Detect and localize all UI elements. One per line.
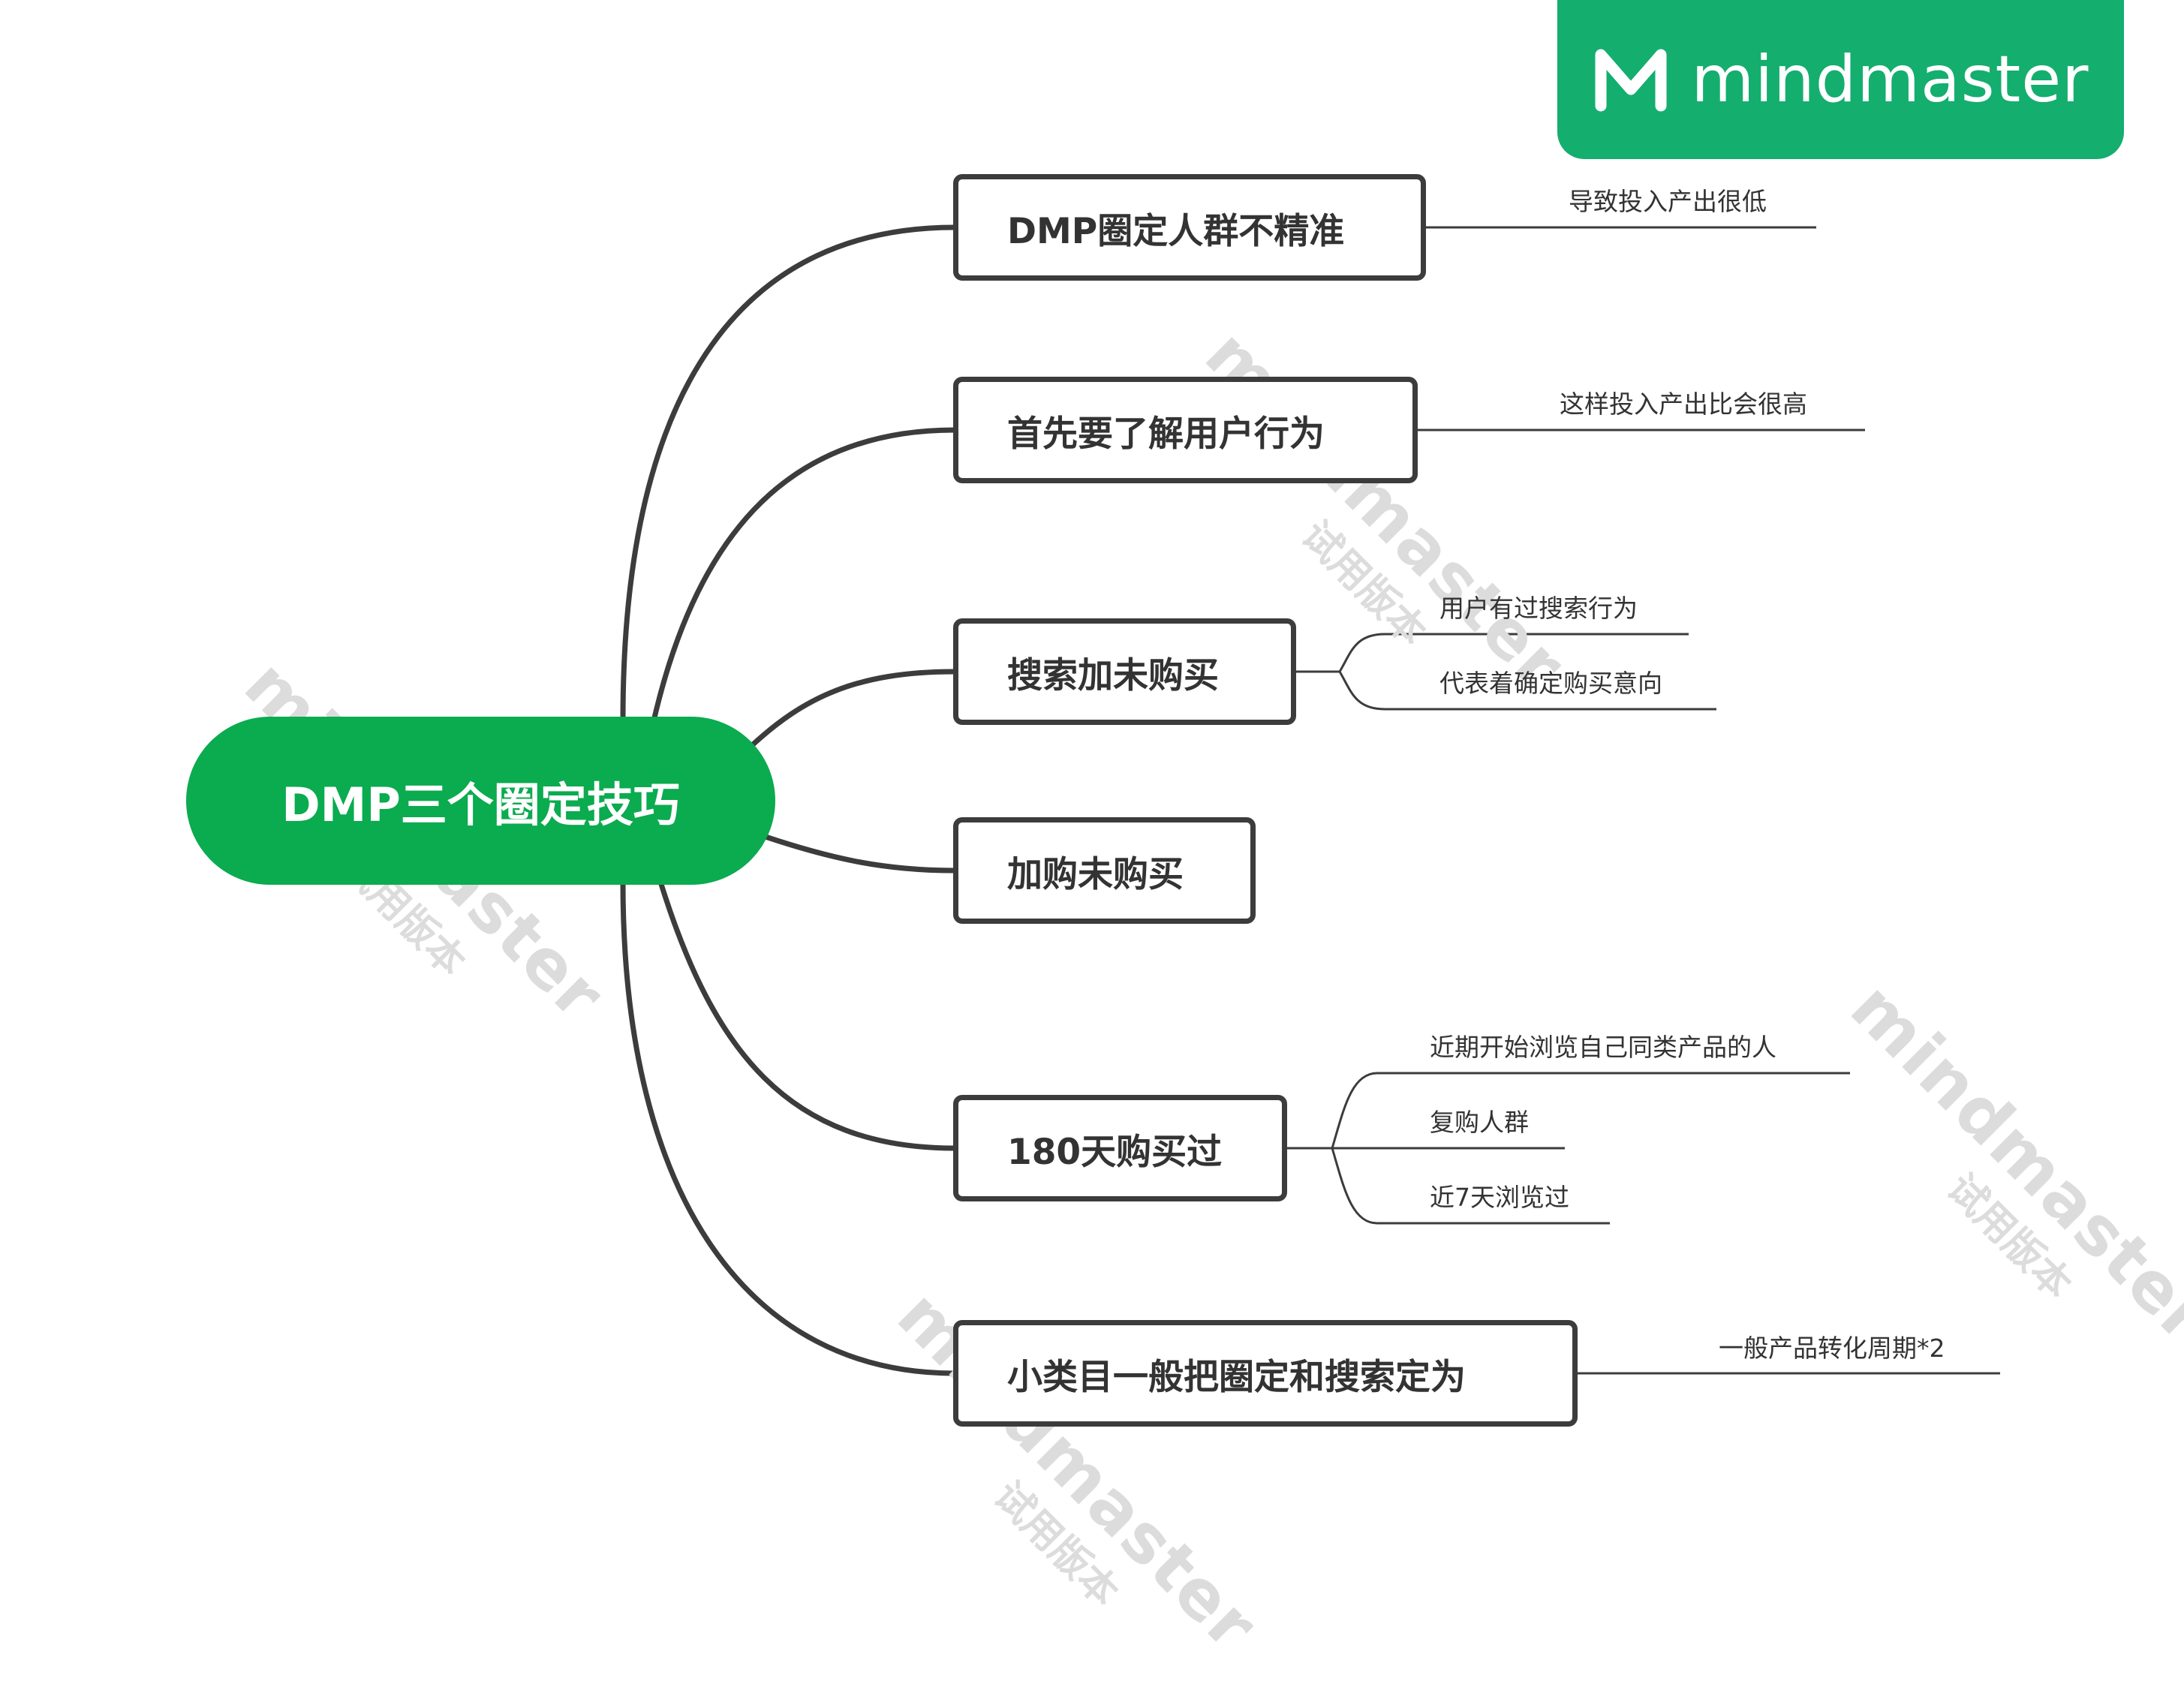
branch-topic-3[interactable]: 搜索加未购买 <box>953 618 1296 725</box>
branch-topic-5[interactable]: 180天购买过 <box>953 1095 1287 1201</box>
leaf-topic[interactable]: 一般产品转化周期*2 <box>1719 1334 1945 1363</box>
connector-branch-2 <box>650 427 958 727</box>
branch-topic-2[interactable]: 首先要了解用户行为 <box>953 377 1418 483</box>
connector-branch-3 <box>748 669 958 750</box>
mindmaster-logo-icon <box>1595 49 1667 112</box>
leaf-line-5-3 <box>1331 1147 1610 1225</box>
central-topic-label: DMP三个圈定技巧 <box>281 777 680 832</box>
branch-topic-label: 搜索加未购买 <box>1007 654 1219 696</box>
mindmaster-logo: mindmaster <box>1557 0 2124 159</box>
branch-topic-4[interactable]: 加购未购买 <box>953 817 1256 924</box>
branch-topic-label: 加购未购买 <box>1007 853 1184 895</box>
branch-topic-label: 首先要了解用户行为 <box>1007 413 1325 455</box>
connector-branch-5 <box>657 879 958 1151</box>
branch-topic-label: DMP圈定人群不精准 <box>1007 210 1345 252</box>
connector-branch-1 <box>620 224 958 723</box>
leaf-topic[interactable]: 近期开始浏览自己同类产品的人 <box>1430 1033 1776 1062</box>
branch-topic-label: 小类目一般把圈定和搜索定为 <box>1007 1356 1466 1398</box>
leaf-topic[interactable]: 这样投入产出比会很高 <box>1560 389 1807 419</box>
leaf-line-3-1 <box>1338 633 1689 672</box>
connector-branch-4 <box>763 834 958 874</box>
connector-lines <box>620 224 2000 1376</box>
leaf-topic[interactable]: 导致投入产出很低 <box>1569 187 1767 216</box>
leaf-topic[interactable]: 代表着确定购买意向 <box>1439 669 1662 698</box>
central-topic[interactable]: DMP三个圈定技巧 <box>186 717 775 885</box>
leaf-topic[interactable]: 近7天浏览过 <box>1430 1183 1569 1212</box>
connector-branch-6 <box>620 879 958 1376</box>
mind-map-canvas: mindmaster 试用版本 mindmaster 试用版本 mindmast… <box>186 0 2184 1665</box>
leaf-topic[interactable]: 用户有过搜索行为 <box>1439 594 1638 623</box>
logo-text: mindmaster <box>1691 42 2089 117</box>
branch-topic-1[interactable]: DMP圈定人群不精准 <box>953 174 1426 281</box>
branch-topic-label: 180天购买过 <box>1007 1131 1223 1173</box>
branch-topic-6[interactable]: 小类目一般把圈定和搜索定为 <box>953 1320 1578 1427</box>
leaf-topic[interactable]: 复购人群 <box>1430 1108 1529 1137</box>
leaf-line-5-1 <box>1331 1072 1850 1149</box>
leaf-line-3-2 <box>1338 671 1716 711</box>
